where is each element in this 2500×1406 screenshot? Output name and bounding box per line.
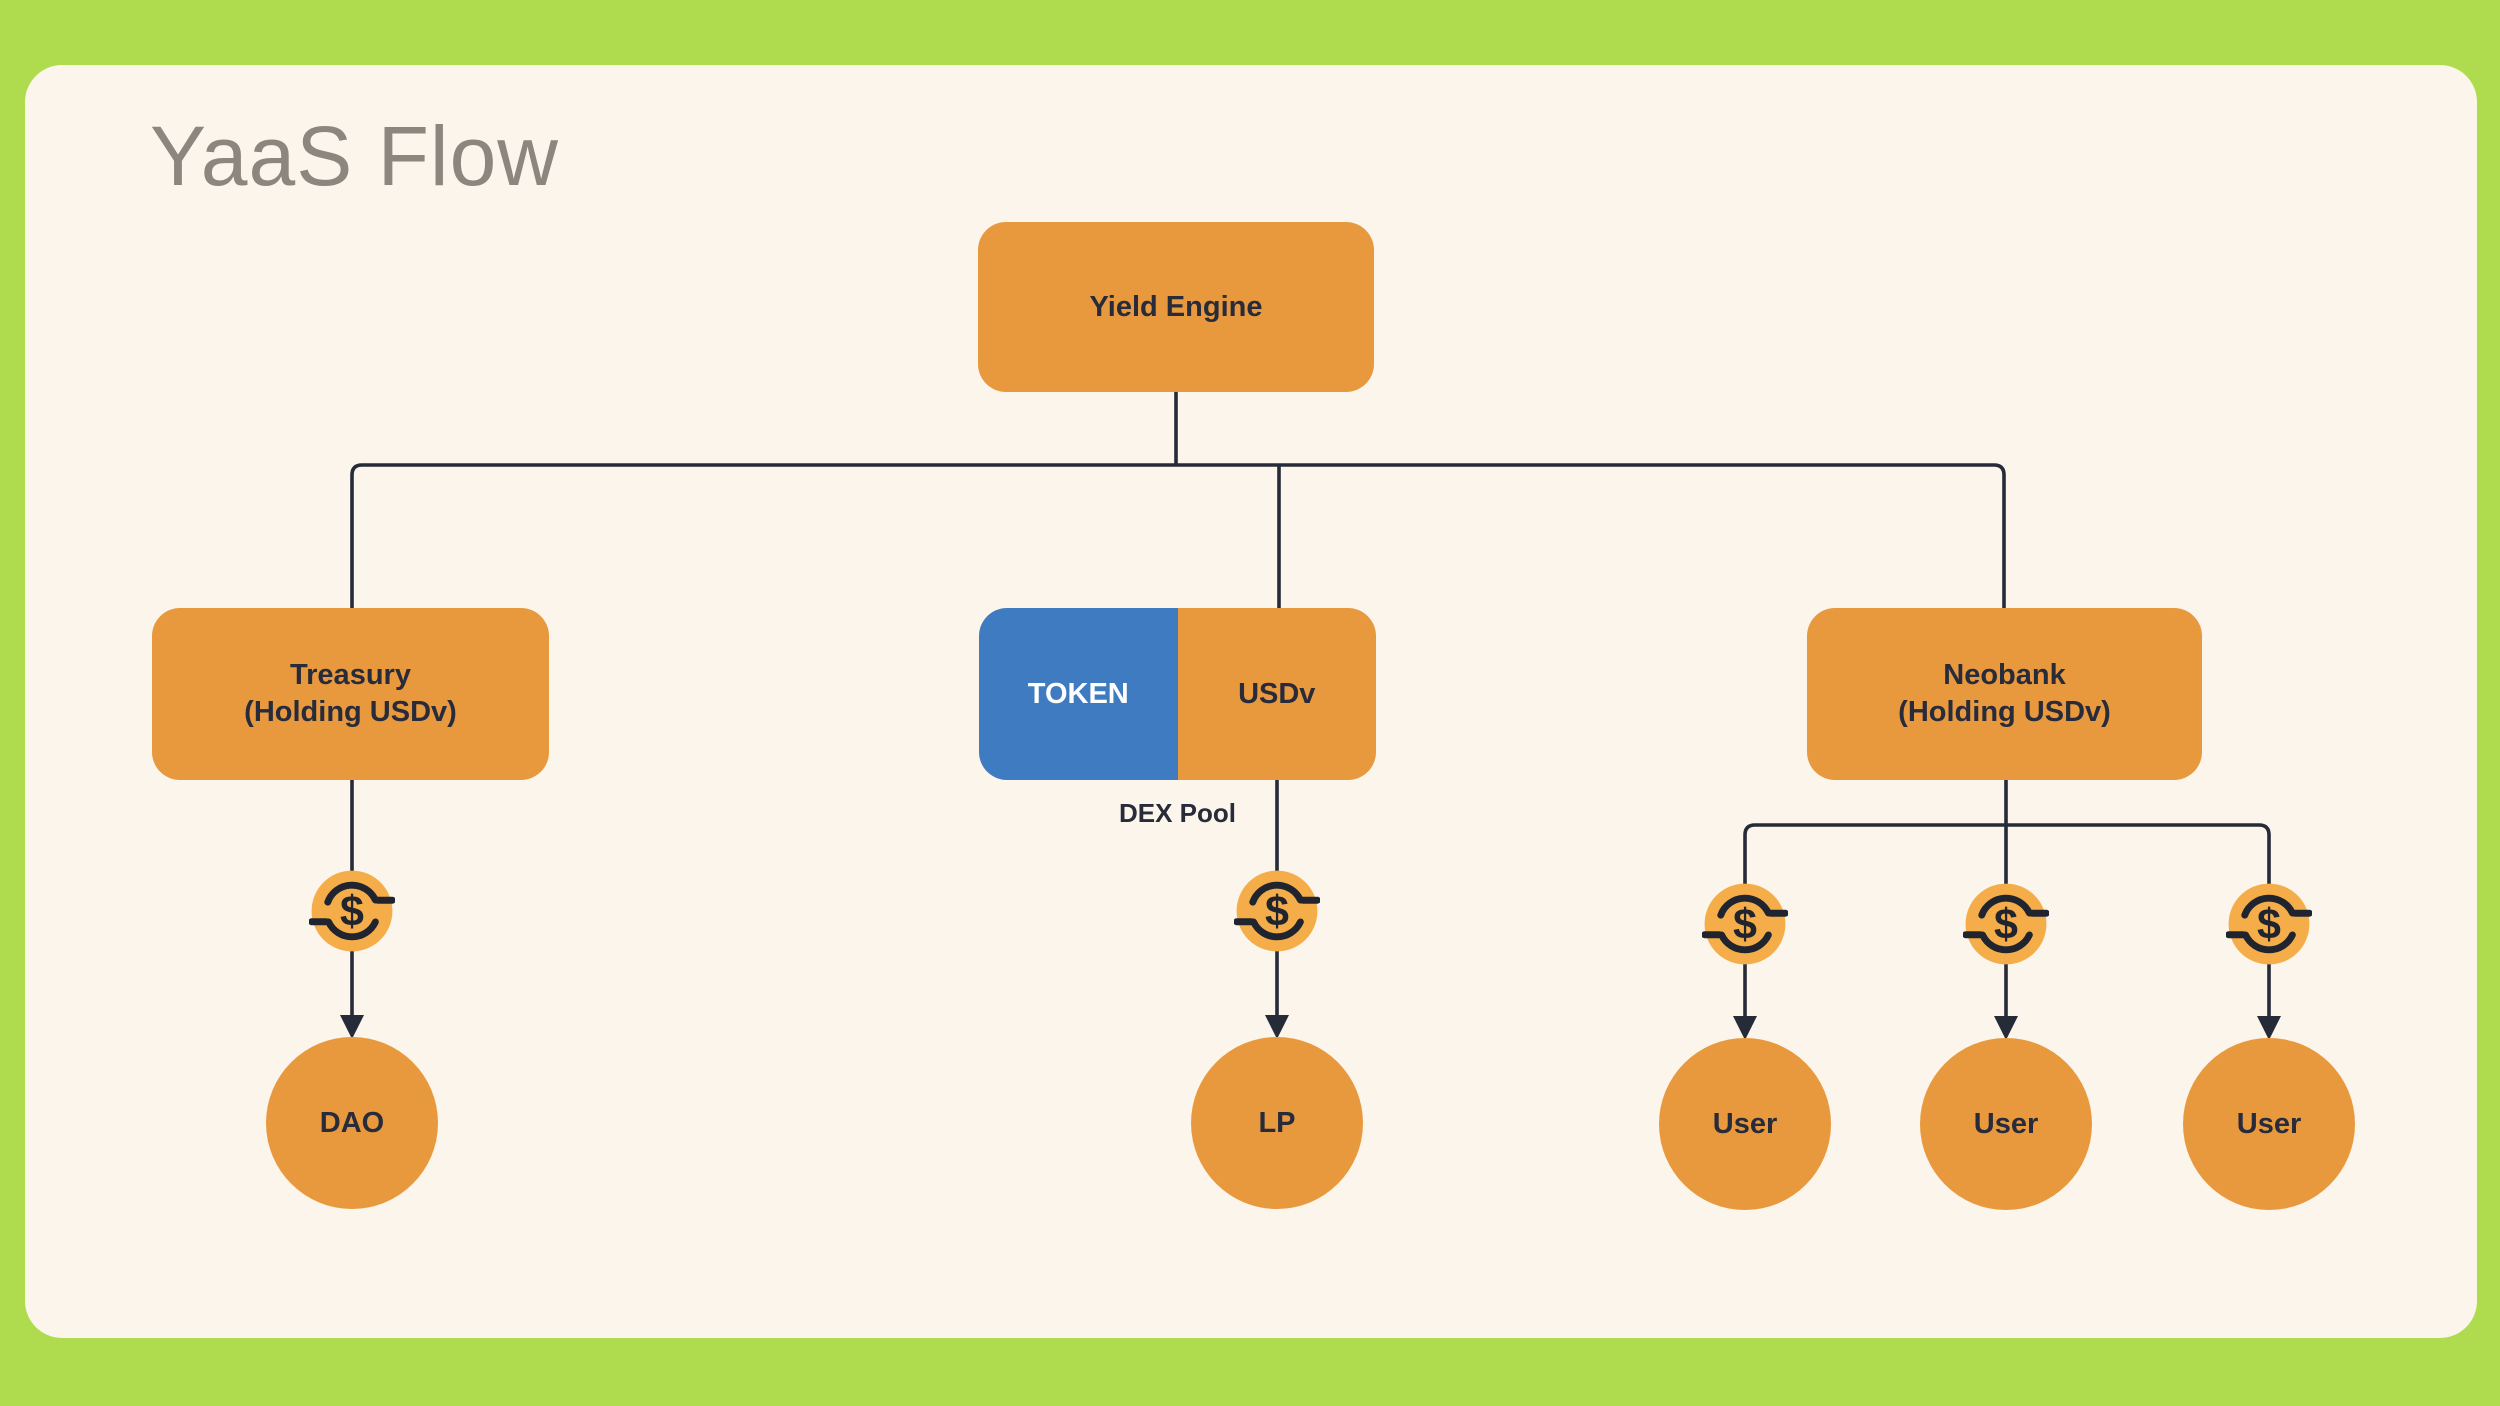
connector-yield-to-branches <box>350 392 2006 608</box>
dex-token-half[interactable]: TOKEN <box>979 608 1178 780</box>
node-user-2[interactable]: User <box>1920 1038 2092 1210</box>
node-label: DAO <box>319 1106 385 1139</box>
node-label-line2: (Holding USDv) <box>1898 696 2111 728</box>
node-label-line1: Neobank <box>1943 659 2066 691</box>
usdv-label: USDv <box>1238 677 1316 710</box>
dollar-coin-icon <box>1705 884 1786 965</box>
node-label: Yield Engine <box>1089 290 1263 323</box>
dollar-coin-icon <box>1237 871 1318 952</box>
token-label: TOKEN <box>1027 677 1129 710</box>
dollar-coin-icon <box>2229 884 2310 965</box>
arrowhead-icon <box>1994 1016 2018 1040</box>
dex-pool-caption: DEX Pool <box>1118 798 1236 828</box>
arrowhead-icon <box>340 1015 364 1039</box>
arrowhead-icon <box>1265 1015 1289 1039</box>
node-label: LP <box>1258 1106 1296 1139</box>
node-lp[interactable]: LP <box>1191 1037 1363 1209</box>
node-label: User <box>1712 1107 1778 1140</box>
dollar-coin-icon <box>1966 884 2047 965</box>
node-yield-engine[interactable]: Yield Engine <box>978 222 1374 392</box>
arrowhead-icon <box>2257 1016 2281 1040</box>
node-user-1[interactable]: User <box>1659 1038 1831 1210</box>
node-label-line1: Treasury <box>290 659 411 691</box>
dex-usdv-half[interactable]: USDv <box>1177 608 1376 780</box>
node-dex-pool[interactable]: TOKEN USDv <box>979 608 1376 780</box>
dollar-coin-icon <box>312 871 393 952</box>
node-neobank[interactable]: Neobank (Holding USDv) <box>1807 608 2202 780</box>
arrowhead-icon <box>1733 1016 1757 1040</box>
node-label-line2: (Holding USDv) <box>244 696 457 728</box>
node-dao[interactable]: DAO <box>266 1037 438 1209</box>
node-label: User <box>1973 1107 2039 1140</box>
frame-title[interactable]: YaaS Flow <box>150 109 559 203</box>
node-user-3[interactable]: User <box>2183 1038 2355 1210</box>
node-label: User <box>2236 1107 2302 1140</box>
node-treasury[interactable]: Treasury (Holding USDv) <box>152 608 549 780</box>
